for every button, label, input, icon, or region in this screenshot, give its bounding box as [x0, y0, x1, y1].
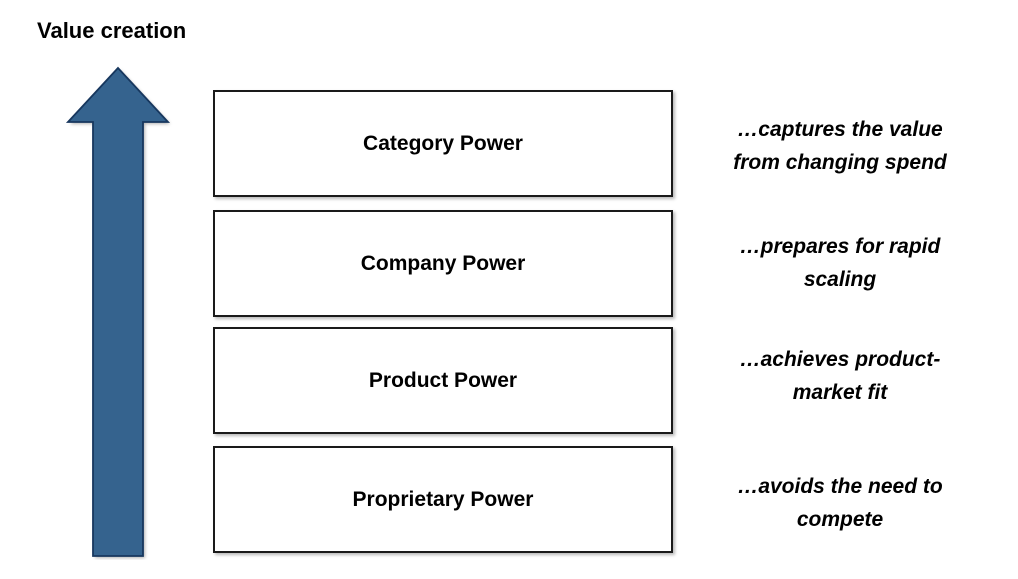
annotation-line: from changing spend — [733, 150, 947, 174]
proprietary-power-box: Proprietary Power — [213, 446, 673, 553]
annotation-line: compete — [796, 507, 884, 531]
company-power-annotation: …prepares for rapid scaling — [700, 210, 980, 317]
product-power-annotation: …achieves product- market fit — [700, 323, 980, 430]
proprietary-power-annotation: …avoids the need to compete — [700, 450, 980, 557]
annotation-line: …achieves product- — [739, 347, 941, 371]
up-arrow-outline — [65, 66, 171, 557]
annotation-line: …avoids the need to — [737, 474, 943, 498]
product-power-box: Product Power — [213, 327, 673, 434]
proprietary-power-label: Proprietary Power — [352, 487, 534, 511]
product-power-label: Product Power — [368, 368, 518, 392]
category-power-label: Category Power — [363, 131, 523, 155]
category-power-box: Category Power — [213, 90, 673, 197]
company-power-label: Company Power — [360, 251, 526, 275]
annotation-line: …captures the value — [737, 117, 943, 141]
annotation-line: market fit — [792, 380, 888, 404]
annotation-line: …prepares for rapid — [739, 234, 941, 258]
category-power-annotation: …captures the value from changing spend — [700, 93, 980, 200]
up-arrow-shape — [68, 68, 168, 556]
value-creation-up-arrow — [60, 64, 176, 560]
up-arrow-icon — [65, 66, 171, 557]
annotation-line: scaling — [803, 267, 877, 291]
company-power-box: Company Power — [213, 210, 673, 317]
value-creation-axis-label: Value creation — [37, 18, 187, 43]
